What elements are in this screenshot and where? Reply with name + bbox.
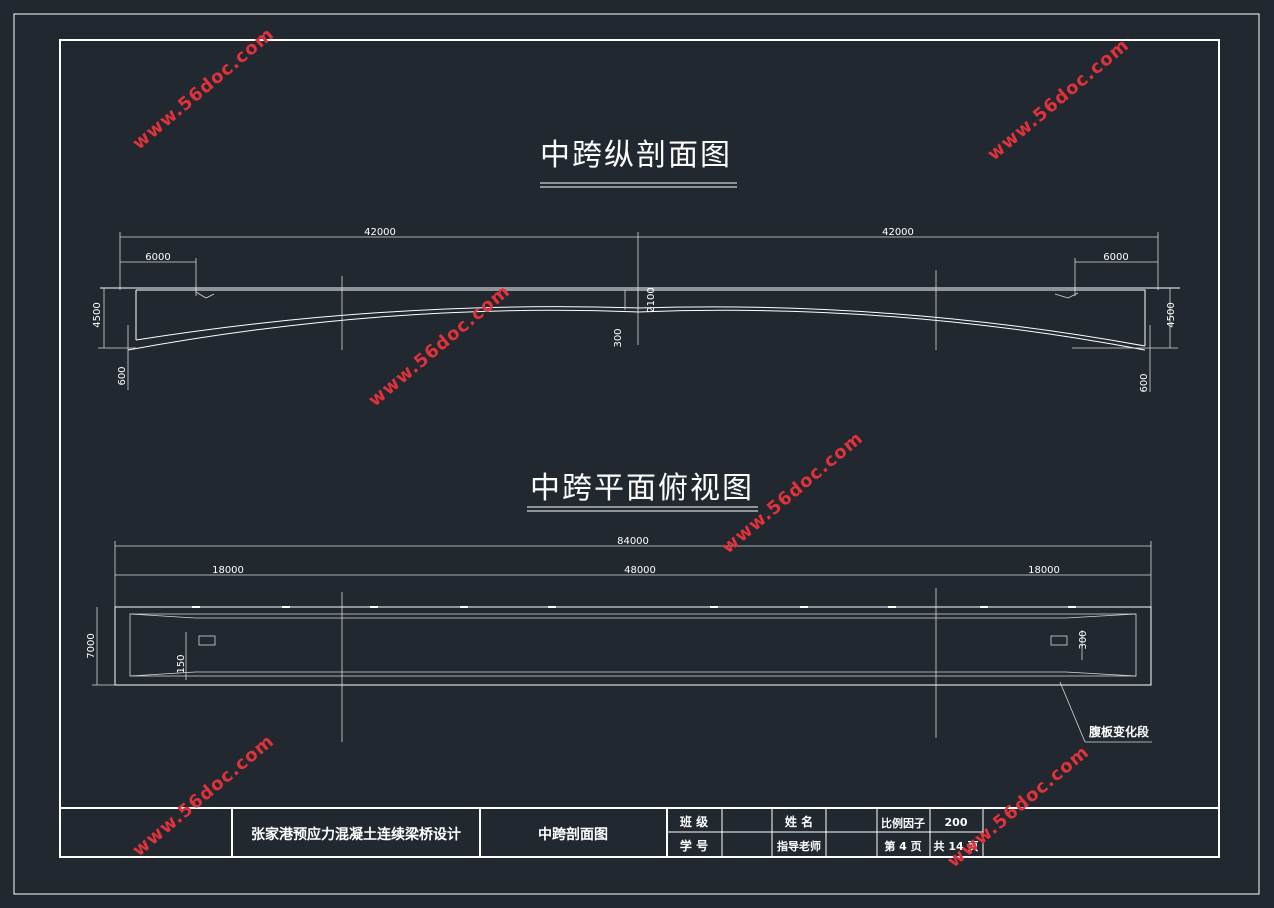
- dim-middle: 48000: [624, 565, 656, 576]
- tb-advisor-label: 指导老师: [777, 839, 821, 853]
- plan-view: 中跨平面俯视图 84000 18000 48000 18000: [86, 471, 1152, 743]
- elevation-view: 中跨纵剖面图 42000 42000 6000 6000: [92, 138, 1180, 393]
- watermark-1: www.56doc.com: [128, 23, 278, 154]
- watermark-2: www.56doc.com: [983, 34, 1133, 165]
- dim-right-bottom: 600: [1139, 373, 1150, 392]
- tb-scale-value: 200: [945, 816, 968, 829]
- watermark-3: www.56doc.com: [364, 280, 514, 411]
- tb-scale-label: 比例因子: [881, 816, 925, 830]
- web-mark-left: [198, 635, 216, 646]
- web-note: 腹板变化段: [1089, 724, 1150, 739]
- tb-total-label: 共 14 页: [934, 839, 979, 853]
- dim-total: 84000: [617, 536, 649, 547]
- anchor-mark-right: [1054, 292, 1079, 299]
- dim-left-height: 4500: [92, 302, 103, 327]
- deck-inner-outline: [129, 613, 1137, 677]
- soffit-outer: [127, 309, 1146, 351]
- dim-right-web: 300: [1078, 630, 1089, 649]
- watermark-6: www.56doc.com: [943, 741, 1093, 872]
- tb-class-label: 班 级: [680, 814, 708, 829]
- inner-border: [59, 39, 1220, 858]
- plan-title: 中跨平面俯视图: [530, 471, 754, 506]
- tb-id-label: 学 号: [680, 838, 708, 853]
- tb-project: 张家港预应力混凝土连续梁桥设计: [251, 826, 461, 843]
- outer-border: [13, 13, 1260, 895]
- tb-name-label: 姓 名: [785, 814, 813, 829]
- web-line-bottom: [129, 671, 1137, 677]
- dim-left-half: 42000: [364, 227, 396, 238]
- anchor-mark-left: [195, 291, 215, 299]
- dim-right: 18000: [1028, 565, 1060, 576]
- web-note-leader: [1059, 681, 1086, 743]
- dim-mid-depth: 2100: [646, 287, 657, 312]
- tb-page-label: 第 4 页: [884, 839, 921, 853]
- tb-drawing: 中跨剖面图: [538, 826, 608, 843]
- elevation-title: 中跨纵剖面图: [540, 138, 732, 173]
- dim-right-height: 4500: [1166, 302, 1177, 327]
- dim-left-web: 150: [176, 654, 187, 673]
- dim-left-bottom: 600: [117, 366, 128, 385]
- web-mark-right: [1050, 635, 1068, 646]
- deck-outline: [114, 606, 1152, 686]
- dim-left-seg: 6000: [145, 252, 170, 263]
- dim-width: 7000: [86, 633, 97, 658]
- dim-mid-bottom: 300: [613, 328, 624, 347]
- girder-top-right-edge: [136, 289, 1146, 346]
- dim-right-half: 42000: [882, 227, 914, 238]
- dim-left: 18000: [212, 565, 244, 576]
- title-block: 张家港预应力混凝土连续梁桥设计 中跨剖面图 班 级 姓 名 比例因子 200 学…: [60, 807, 1219, 857]
- web-line-top: [129, 613, 1137, 619]
- dim-right-seg: 6000: [1103, 252, 1128, 263]
